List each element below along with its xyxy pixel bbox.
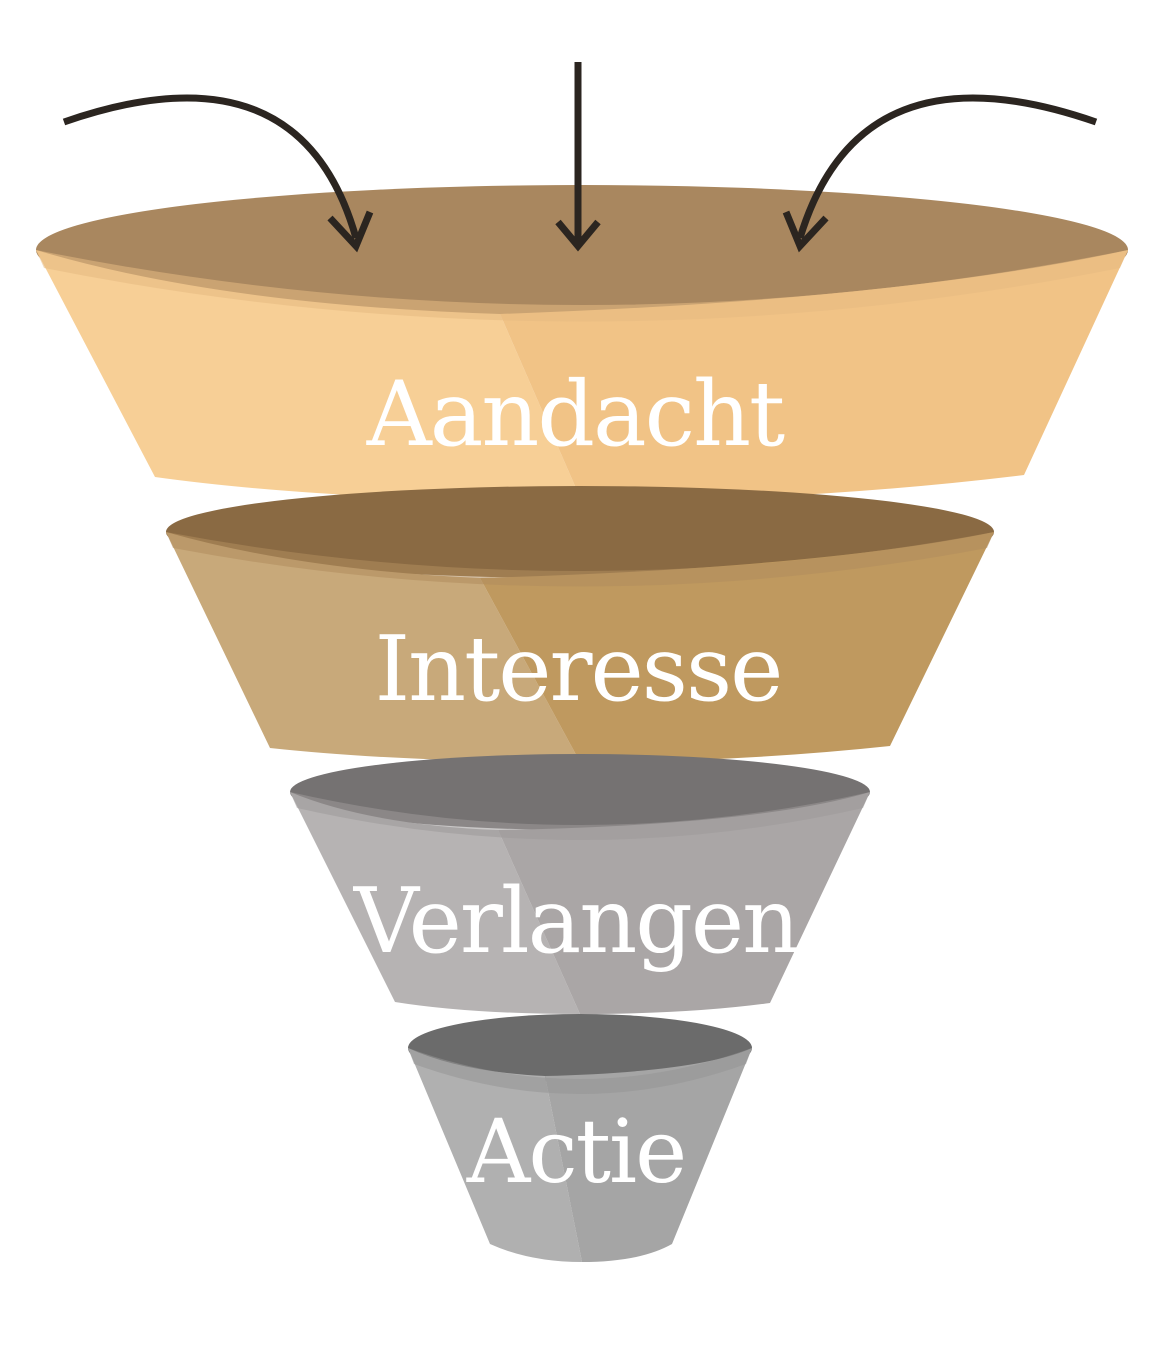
center-straight-arrow-head	[555, 219, 601, 252]
funnel-stage-aandacht: Aandacht	[36, 185, 1128, 502]
arrows-group	[62, 62, 1098, 253]
stage-rim	[36, 250, 1128, 322]
right-curved-arrow-head	[782, 210, 829, 253]
stage-top-ellipse	[408, 1014, 752, 1082]
stage-top-ellipse	[166, 486, 994, 578]
stage-right-face	[498, 792, 870, 1014]
stage-rim	[290, 792, 870, 840]
stage-rim	[408, 1048, 752, 1094]
stage-rim	[166, 532, 994, 587]
stage-left-face	[166, 532, 580, 762]
stage-label: Actie	[466, 1100, 685, 1203]
stage-right-face	[480, 532, 994, 762]
stage-label: Aandacht	[366, 362, 785, 467]
stage-left-face	[408, 1048, 582, 1262]
stage-left-face	[290, 792, 580, 1014]
stage-label: Verlangen	[353, 869, 798, 974]
funnel-stage-interesse: Interesse	[166, 486, 994, 762]
stage-top-ellipse	[290, 754, 870, 830]
left-curved-arrow	[62, 94, 360, 239]
right-curved-arrow	[796, 94, 1098, 240]
funnel-stage-verlangen: Verlangen	[290, 754, 870, 1014]
stage-right-face	[545, 1048, 752, 1262]
stage-top-ellipse	[36, 185, 1128, 315]
funnel-stage-actie: Actie	[408, 1014, 752, 1262]
left-curved-arrow-head	[327, 210, 374, 253]
stage-label: Interesse	[375, 617, 782, 722]
